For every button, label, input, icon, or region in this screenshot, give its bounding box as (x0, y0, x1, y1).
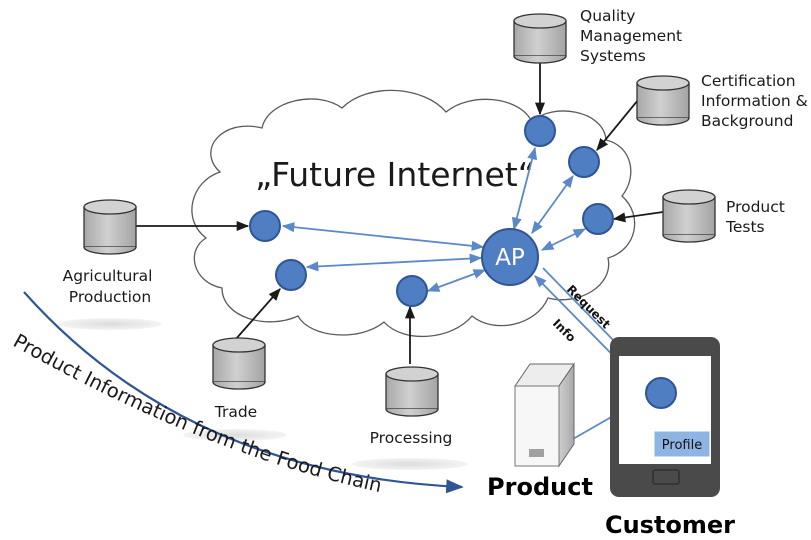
certification-database-icon (636, 75, 690, 126)
processing-shadow (352, 458, 468, 470)
agri-database-icon (83, 199, 137, 255)
smartphone-icon (610, 337, 720, 497)
link-agri-ap (281, 222, 485, 251)
tests-database-icon (662, 189, 716, 243)
trade-database-icon (212, 337, 266, 390)
link-processing-ap (426, 269, 487, 292)
link-trade-ap (305, 253, 483, 272)
profile-label: Profile (662, 438, 702, 453)
quality-label: Quality Management Systems (580, 7, 687, 65)
customer-label: Customer (605, 511, 735, 539)
processing-database-icon (385, 366, 439, 417)
tests-feed-arrow (612, 211, 664, 223)
network-nodes (249, 115, 614, 307)
link-quality-ap (511, 146, 538, 231)
certification-label: Certification Information & Background (701, 72, 811, 130)
processing-node[interactable] (396, 275, 428, 307)
certification-node[interactable] (568, 146, 600, 178)
phone-home-button[interactable] (652, 469, 680, 485)
certification-feed-arrow (596, 99, 639, 151)
quality-database-icon (513, 13, 567, 64)
link-certification-ap (531, 174, 574, 235)
trade-shadow (183, 429, 287, 441)
trade-node[interactable] (275, 259, 307, 291)
tests-label: Product Tests (725, 198, 790, 236)
product-tower-icon (514, 362, 575, 468)
cloud-title: „Future Internet“ (255, 155, 535, 194)
trade-label: Trade (214, 403, 257, 421)
agri-node[interactable] (249, 210, 281, 242)
info-label: Info (550, 316, 579, 345)
source-feed-arrows (135, 56, 664, 364)
customer-node[interactable] (645, 377, 677, 409)
food-chain-caption: Product Information from the Food Chain (9, 329, 384, 497)
agri-label: Agricultural Production (63, 267, 158, 306)
ap-label: AP (495, 245, 525, 271)
processing-label: Processing (370, 429, 453, 447)
link-tests-ap (540, 228, 587, 251)
product-label: Product (487, 473, 593, 501)
quality-node[interactable] (524, 115, 556, 147)
tests-node[interactable] (582, 203, 614, 235)
profile-box[interactable] (654, 431, 710, 457)
agri-shadow (58, 318, 162, 330)
food-chain-curve-arrow (23, 291, 464, 494)
ap-hub-node[interactable] (481, 228, 539, 286)
trade-feed-arrow (234, 288, 281, 341)
